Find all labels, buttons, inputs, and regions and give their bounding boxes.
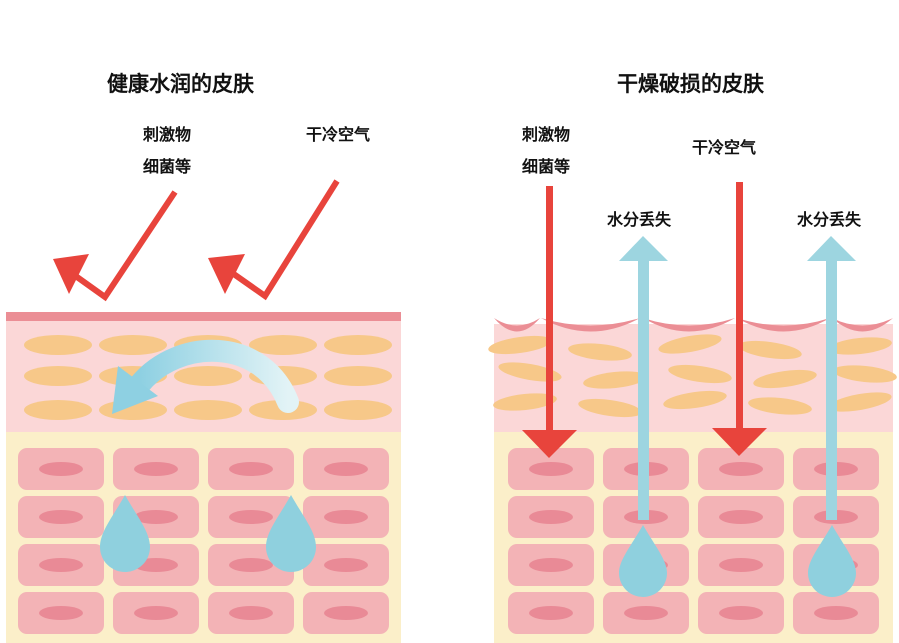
cell-nucleus	[39, 462, 83, 476]
penetrating-irritant-arrowhead	[522, 430, 577, 458]
epidermis-cell	[568, 343, 632, 361]
cell-nucleus	[39, 606, 83, 620]
water-droplet	[808, 525, 856, 597]
cell-nucleus	[324, 606, 368, 620]
cell-nucleus	[719, 558, 763, 572]
epidermis-cell	[24, 400, 92, 420]
cell-nucleus	[134, 606, 178, 620]
epidermis-cell	[24, 366, 92, 386]
epidermis-cell	[174, 400, 242, 420]
cell-nucleus	[719, 606, 763, 620]
healthy-skin-title: 健康水润的皮肤	[107, 72, 255, 96]
circular-reflect-arrow	[129, 339, 299, 413]
epidermis-cell	[663, 390, 727, 410]
water-loss-arrow	[826, 258, 837, 520]
epidermis-cell	[658, 334, 722, 354]
water-droplet	[100, 495, 150, 572]
cell-nucleus	[529, 510, 573, 524]
epidermis-cell	[99, 335, 167, 355]
water-droplet	[619, 525, 667, 597]
water-loss-arrowhead	[619, 236, 668, 261]
cell-nucleus	[324, 510, 368, 524]
epidermis-cell	[578, 398, 642, 418]
cell-nucleus	[814, 606, 858, 620]
cell-nucleus	[324, 462, 368, 476]
cell-nucleus	[134, 510, 178, 524]
skin-flake	[494, 318, 540, 332]
damaged-epidermis-cells	[488, 334, 897, 418]
epidermis-cell	[488, 335, 552, 355]
epidermis-cell	[24, 335, 92, 355]
cell-nucleus	[719, 510, 763, 524]
epidermis-cell	[324, 400, 392, 420]
irritant-label-line1: 刺激物	[142, 125, 191, 144]
epidermis-cell	[668, 364, 732, 384]
bounced-cold-air-arrow	[226, 179, 340, 301]
cell-nucleus	[39, 558, 83, 572]
cell-nucleus	[134, 462, 178, 476]
flaking-surface	[494, 318, 893, 332]
healthy-skin-panel: 健康水润的皮肤 刺激物 细菌等 干冷空气	[6, 72, 401, 643]
cold-air-label: 干冷空气	[692, 138, 756, 157]
water-loss-label: 水分丢失	[607, 210, 672, 229]
epidermis-cell	[324, 366, 392, 386]
cell-nucleus	[529, 558, 573, 572]
irritant-label-line1: 刺激物	[521, 125, 570, 144]
irritant-label-line2: 细菌等	[522, 157, 570, 176]
skin-flake	[643, 318, 735, 332]
cell-nucleus	[529, 606, 573, 620]
cell-nucleus	[229, 558, 273, 572]
water-loss-arrow	[638, 258, 649, 520]
epidermis-cell	[583, 371, 647, 389]
epidermis-cell	[498, 362, 562, 382]
cell-nucleus	[229, 510, 273, 524]
cell-nucleus	[39, 510, 83, 524]
circular-reflect-arrowhead	[112, 366, 158, 414]
cell-nucleus	[529, 462, 573, 476]
skin-flake	[832, 318, 893, 332]
damaged-skin-panel: 干燥破损的皮肤 刺激物 细菌等 干冷空气 水分丢失 水分丢失	[488, 72, 897, 643]
epidermis-cell	[324, 335, 392, 355]
cell-nucleus	[324, 558, 368, 572]
epidermis-cell	[833, 365, 897, 383]
skin-flake	[541, 318, 640, 332]
cell-nucleus	[229, 606, 273, 620]
epidermis-cell	[174, 366, 242, 386]
epidermis-cell	[748, 397, 812, 415]
penetrating-cold-air-arrowhead	[712, 428, 767, 456]
water-loss-arrowhead	[807, 236, 856, 261]
bounced-irritant-arrowhead	[53, 254, 89, 294]
water-droplet	[266, 495, 316, 572]
cold-air-label: 干冷空气	[306, 125, 370, 144]
epidermis-cell	[828, 392, 892, 412]
epidermis-cell	[493, 393, 557, 411]
epidermis-cell	[738, 340, 802, 360]
water-loss-label: 水分丢失	[797, 210, 862, 229]
damaged-dermis-cells	[508, 448, 879, 634]
cell-nucleus	[624, 606, 668, 620]
epidermis-cell	[828, 337, 892, 355]
cell-nucleus	[229, 462, 273, 476]
skin-flake	[737, 318, 830, 332]
penetrating-cold-air-arrow	[736, 182, 743, 432]
irritant-label-line2: 细菌等	[143, 157, 191, 176]
epidermis-cell	[753, 369, 817, 389]
bounced-irritant-arrow	[68, 190, 178, 302]
penetrating-irritant-arrow	[546, 186, 553, 436]
epidermis-cell	[249, 335, 317, 355]
cell-nucleus	[719, 462, 763, 476]
bounced-cold-air-arrowhead	[208, 254, 245, 294]
damaged-skin-title: 干燥破损的皮肤	[617, 72, 765, 96]
healthy-surface-line	[6, 312, 401, 321]
healthy-dermis-cells	[18, 448, 389, 634]
